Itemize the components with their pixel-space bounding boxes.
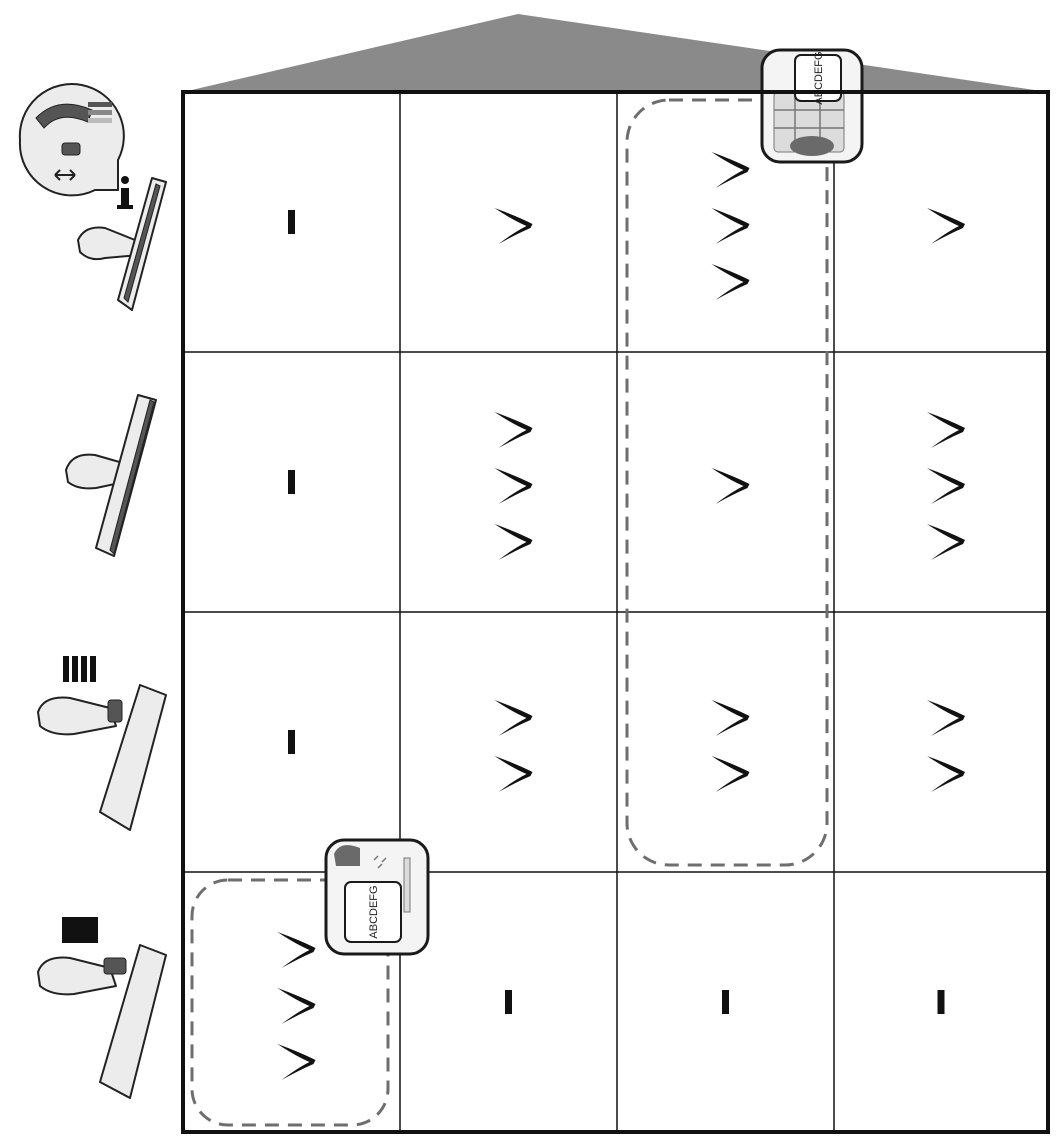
carpet-badge: ABCDEFG <box>324 838 430 956</box>
grid-cell-r3-c1 <box>288 730 295 754</box>
grid-cell-r4-c1 <box>277 932 316 1080</box>
check-mark <box>277 988 316 1024</box>
info-icon <box>117 176 133 209</box>
hard-floor-badge-label: ABCDEFG <box>813 51 825 104</box>
grid-cell-r1-c3 <box>711 152 750 300</box>
check-mark <box>927 412 965 448</box>
check-mark <box>277 1044 316 1080</box>
grid-cell-r1-c1 <box>288 210 295 234</box>
check-mark <box>927 468 965 504</box>
roof-triangle <box>183 14 1048 92</box>
check-mark <box>494 412 533 448</box>
compatibility-grid <box>183 92 1048 1132</box>
carpet-texture-icon <box>62 917 98 943</box>
tiled-floor-scene-icon <box>773 91 845 156</box>
check-mark <box>494 756 533 792</box>
check-mark <box>494 468 533 504</box>
check-mark <box>927 700 965 736</box>
bar-mark <box>505 990 512 1014</box>
grid-outer-frame <box>181 90 1050 1134</box>
hard-floor-zone-dashed <box>625 98 829 867</box>
grid-cell-r3-c2 <box>494 700 533 792</box>
check-mark <box>711 468 750 504</box>
grid-cell-r3-c3 <box>711 700 750 792</box>
combination-nozzle-bristles-icon <box>37 656 167 831</box>
grid-cell-r1-c4 <box>927 208 965 244</box>
carpet-scene-icon <box>334 845 411 913</box>
hard-floor-badge: ABCDEFG <box>760 48 864 164</box>
grid-cell-r2-c1 <box>288 470 295 494</box>
combination-nozzle-carpet-icon <box>37 917 167 1099</box>
bar-mark <box>288 470 295 494</box>
check-mark <box>711 756 750 792</box>
bristle-strips-icon <box>63 656 96 682</box>
tool-column <box>18 83 167 1099</box>
check-mark <box>711 264 750 300</box>
check-mark <box>494 524 533 560</box>
bar-mark <box>722 990 729 1014</box>
check-mark <box>927 208 965 244</box>
grid-cell-r2-c3 <box>711 468 750 504</box>
bar-mark <box>288 210 295 234</box>
check-mark <box>927 756 965 792</box>
bar-mark <box>288 730 295 754</box>
check-mark <box>494 700 533 736</box>
check-mark <box>927 524 965 560</box>
carpet-badge-label: ABCDEFG <box>368 885 380 938</box>
check-mark <box>711 700 750 736</box>
grid-cell-r4-c3 <box>722 990 729 1014</box>
hard-floor-brush-icon <box>65 394 157 557</box>
bar-mark <box>937 990 945 1014</box>
marks-layer <box>277 152 965 1080</box>
check-mark <box>711 208 750 244</box>
grid-cell-r1-c2 <box>494 208 533 244</box>
grid-cell-r2-c4 <box>927 412 965 560</box>
grid-cell-r4-c4 <box>937 990 945 1014</box>
check-mark <box>277 932 316 968</box>
check-mark <box>494 208 533 244</box>
adjustable-nozzle-icon <box>18 83 167 311</box>
carpet-zone-dashed <box>190 878 390 1127</box>
check-mark <box>711 152 750 188</box>
slider-adjust-icon <box>18 83 125 197</box>
grid-cell-r2-c2 <box>494 412 533 560</box>
grid-cell-r3-c4 <box>927 700 965 792</box>
grid-cell-r4-c2 <box>505 990 512 1014</box>
